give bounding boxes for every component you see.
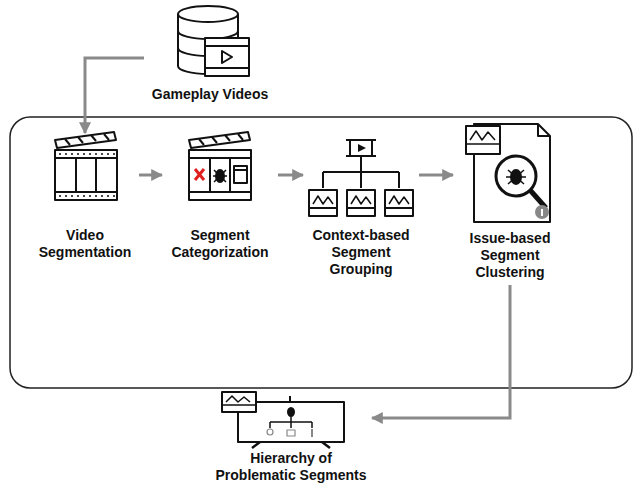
step-label: Hierarchy of Problematic Segments — [212, 450, 370, 484]
step-label: Issue-based Segment Clustering — [455, 230, 565, 281]
flow-arrow — [372, 285, 510, 418]
step-label: Video Segmentation — [33, 227, 137, 261]
flow-arrow — [139, 174, 162, 177]
flow-arrow — [85, 58, 144, 133]
flow-arrow — [419, 174, 453, 177]
process-step: Gameplay Videos — [148, 2, 272, 103]
issue-cluster-icon — [466, 124, 550, 222]
database-icon — [178, 6, 249, 76]
process-step: Hierarchy of Problematic Segments — [212, 396, 370, 484]
process-step: Issue-based Segment Clustering — [455, 135, 565, 281]
clapperboard-icon — [55, 132, 117, 200]
pipeline-frame — [10, 117, 632, 388]
flow-arrow — [278, 174, 303, 177]
step-label: Context-based Segment Grouping — [305, 227, 417, 278]
hierarchy-easel-icon — [222, 392, 344, 448]
process-step: Video Segmentation — [33, 135, 137, 261]
step-label: Segment Categorization — [164, 227, 276, 261]
process-step: Context-based Segment Grouping — [305, 135, 417, 278]
categorized-segments-icon — [189, 132, 251, 200]
process-step: Segment Categorization — [164, 135, 276, 261]
segment-tree-icon — [309, 140, 413, 216]
step-label: Gameplay Videos — [148, 86, 272, 103]
